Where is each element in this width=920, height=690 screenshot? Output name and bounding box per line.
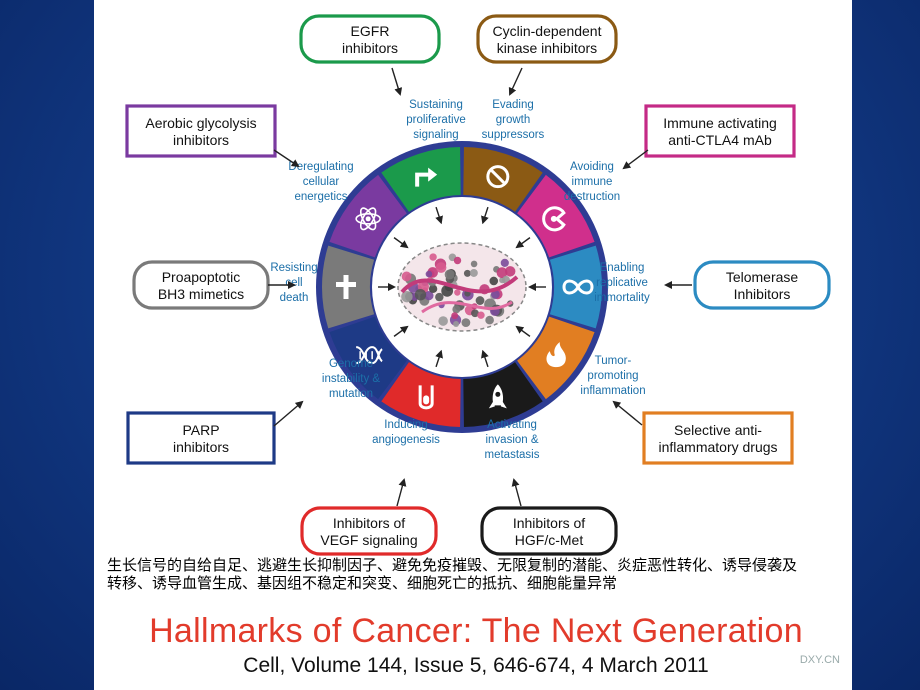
inner-arrow <box>481 349 489 368</box>
therapy-arrow <box>612 400 643 426</box>
vessel-icon <box>418 385 434 410</box>
watermark: DXY.CN <box>799 654 840 666</box>
therapy-arrow <box>508 67 523 96</box>
chinese-caption: 生长信号的自给自足、逃避生长抑制因子、避免免疫摧毁、无限复制的潜能、炎症恶性转化… <box>107 556 798 592</box>
arrow-icon <box>415 167 438 187</box>
inner-arrow <box>435 206 443 225</box>
inner-arrow <box>481 206 489 225</box>
segment-invasion <box>463 362 543 427</box>
therapy-box-antiinflam: Selective anti-inflammatory drugs <box>642 411 794 465</box>
slide-title: Hallmarks of Cancer: The Next Generation <box>149 612 803 650</box>
atom-icon <box>355 207 381 231</box>
dna-icon <box>355 346 383 365</box>
segment-immune <box>517 174 595 258</box>
segment-proliferative <box>381 147 461 212</box>
pacman-cell-icon <box>542 206 566 232</box>
therapy-arrow <box>396 478 407 507</box>
cross-icon <box>336 275 356 299</box>
therapy-label-antiinflam: Selective anti-inflammatory drugs <box>658 422 777 455</box>
segment-energetics <box>329 174 407 258</box>
infinity-icon <box>562 279 594 295</box>
therapy-arrow <box>511 478 522 507</box>
inner-arrow <box>393 325 409 337</box>
flame-icon <box>546 342 566 368</box>
inner-arrow <box>515 237 531 249</box>
rocket-icon <box>488 384 507 409</box>
prohibited-icon <box>486 165 510 189</box>
inner-arrow <box>515 325 531 337</box>
therapy-arrow <box>273 400 304 427</box>
segment-suppressors <box>463 147 543 212</box>
therapy-arrow <box>622 149 649 170</box>
citation: Cell, Volume 144, Issue 5, 646-674, 4 Ma… <box>243 654 709 677</box>
tumor-illustration-icon <box>397 242 527 332</box>
inner-arrow <box>393 237 409 249</box>
segment-immortality <box>549 245 602 329</box>
inner-arrow <box>435 349 443 368</box>
therapy-arrow <box>391 67 403 96</box>
segment-genome <box>329 316 407 400</box>
therapy-arrow <box>273 149 300 168</box>
